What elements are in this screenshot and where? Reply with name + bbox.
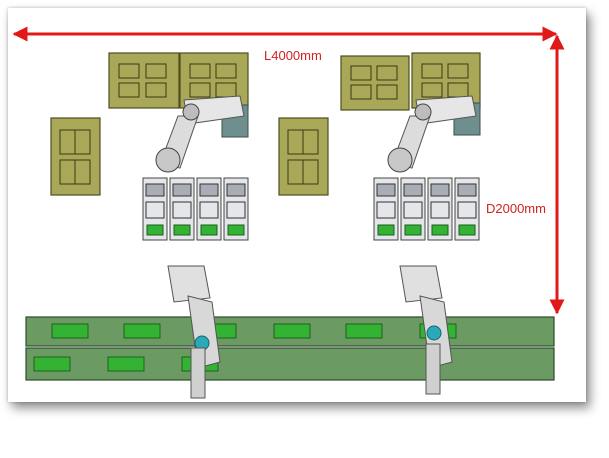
test-fixture-right-3: [427, 177, 453, 241]
robot-arm-left-cell: [155, 95, 249, 173]
test-fixture-left-2: [169, 177, 195, 241]
conveyor-lower: [25, 347, 555, 381]
conveyor-upper: [25, 316, 555, 347]
test-fixture-bank-right: [373, 177, 480, 241]
tray-right-side: [278, 117, 329, 196]
tray-left-side: [50, 117, 101, 196]
layout-frame: L4000mm D2000mm: [8, 8, 586, 402]
test-fixture-right-4: [454, 177, 480, 241]
test-fixture-left-3: [196, 177, 222, 241]
test-fixture-left-1: [142, 177, 168, 241]
robot-loader-left: [167, 265, 221, 399]
test-fixture-bank-left: [142, 177, 249, 241]
test-fixture-right-1: [373, 177, 399, 241]
line-layout-drawing: L4000mm D2000mm: [12, 26, 565, 399]
length-dimension-label: L4000mm: [264, 48, 322, 63]
tray-left-top-1: [108, 52, 180, 109]
robot-loader-right: [399, 265, 453, 395]
robot-arm-right-cell: [387, 95, 481, 173]
test-fixture-right-2: [400, 177, 426, 241]
tray-right-top-1: [340, 55, 410, 111]
depth-dimension-label: D2000mm: [486, 201, 546, 216]
test-fixture-left-4: [223, 177, 249, 241]
